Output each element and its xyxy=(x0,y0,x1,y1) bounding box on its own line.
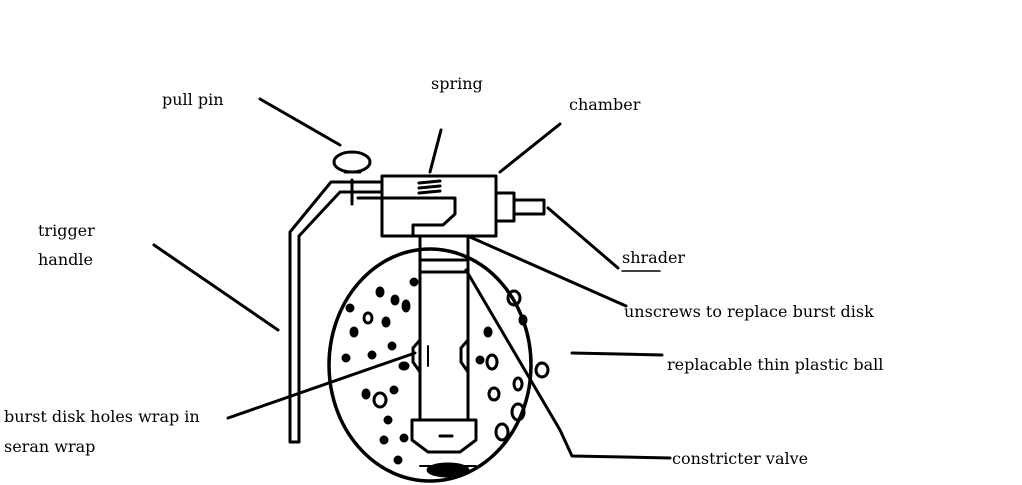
pull-pin xyxy=(332,150,372,206)
leader-constricter xyxy=(464,268,672,460)
leader-trigger-handle xyxy=(152,243,280,332)
plastic-ball xyxy=(327,247,533,483)
label-shrader: shrader xyxy=(622,248,686,267)
leader-ball xyxy=(570,351,664,357)
leader-lines xyxy=(152,97,672,460)
label-chamber: chamber xyxy=(569,95,641,114)
leader-unscrews xyxy=(468,235,628,308)
label-burst-disk-2: seran wrap xyxy=(4,437,96,456)
leader-burst-disk xyxy=(226,351,417,420)
bottom-valve xyxy=(410,418,478,478)
leader-spring xyxy=(428,128,443,174)
leader-chamber xyxy=(498,122,562,174)
label-ball: replacable thin plastic ball xyxy=(667,355,884,374)
trigger-handle xyxy=(288,180,384,444)
label-burst-disk-1: burst disk holes wrap in xyxy=(4,407,200,426)
leader-pull-pin xyxy=(258,97,342,147)
label-pull-pin: pull pin xyxy=(162,90,224,109)
leader-shrader xyxy=(546,206,620,270)
label-constricter: constricter valve xyxy=(672,449,809,468)
label-unscrews: unscrews to replace burst disk xyxy=(624,302,874,321)
label-handle: handle xyxy=(38,250,93,269)
chamber-body xyxy=(356,174,546,238)
label-spring: spring xyxy=(431,74,483,93)
central-tube xyxy=(411,234,470,422)
ball-holes xyxy=(341,277,550,465)
label-trigger: trigger xyxy=(38,221,95,240)
